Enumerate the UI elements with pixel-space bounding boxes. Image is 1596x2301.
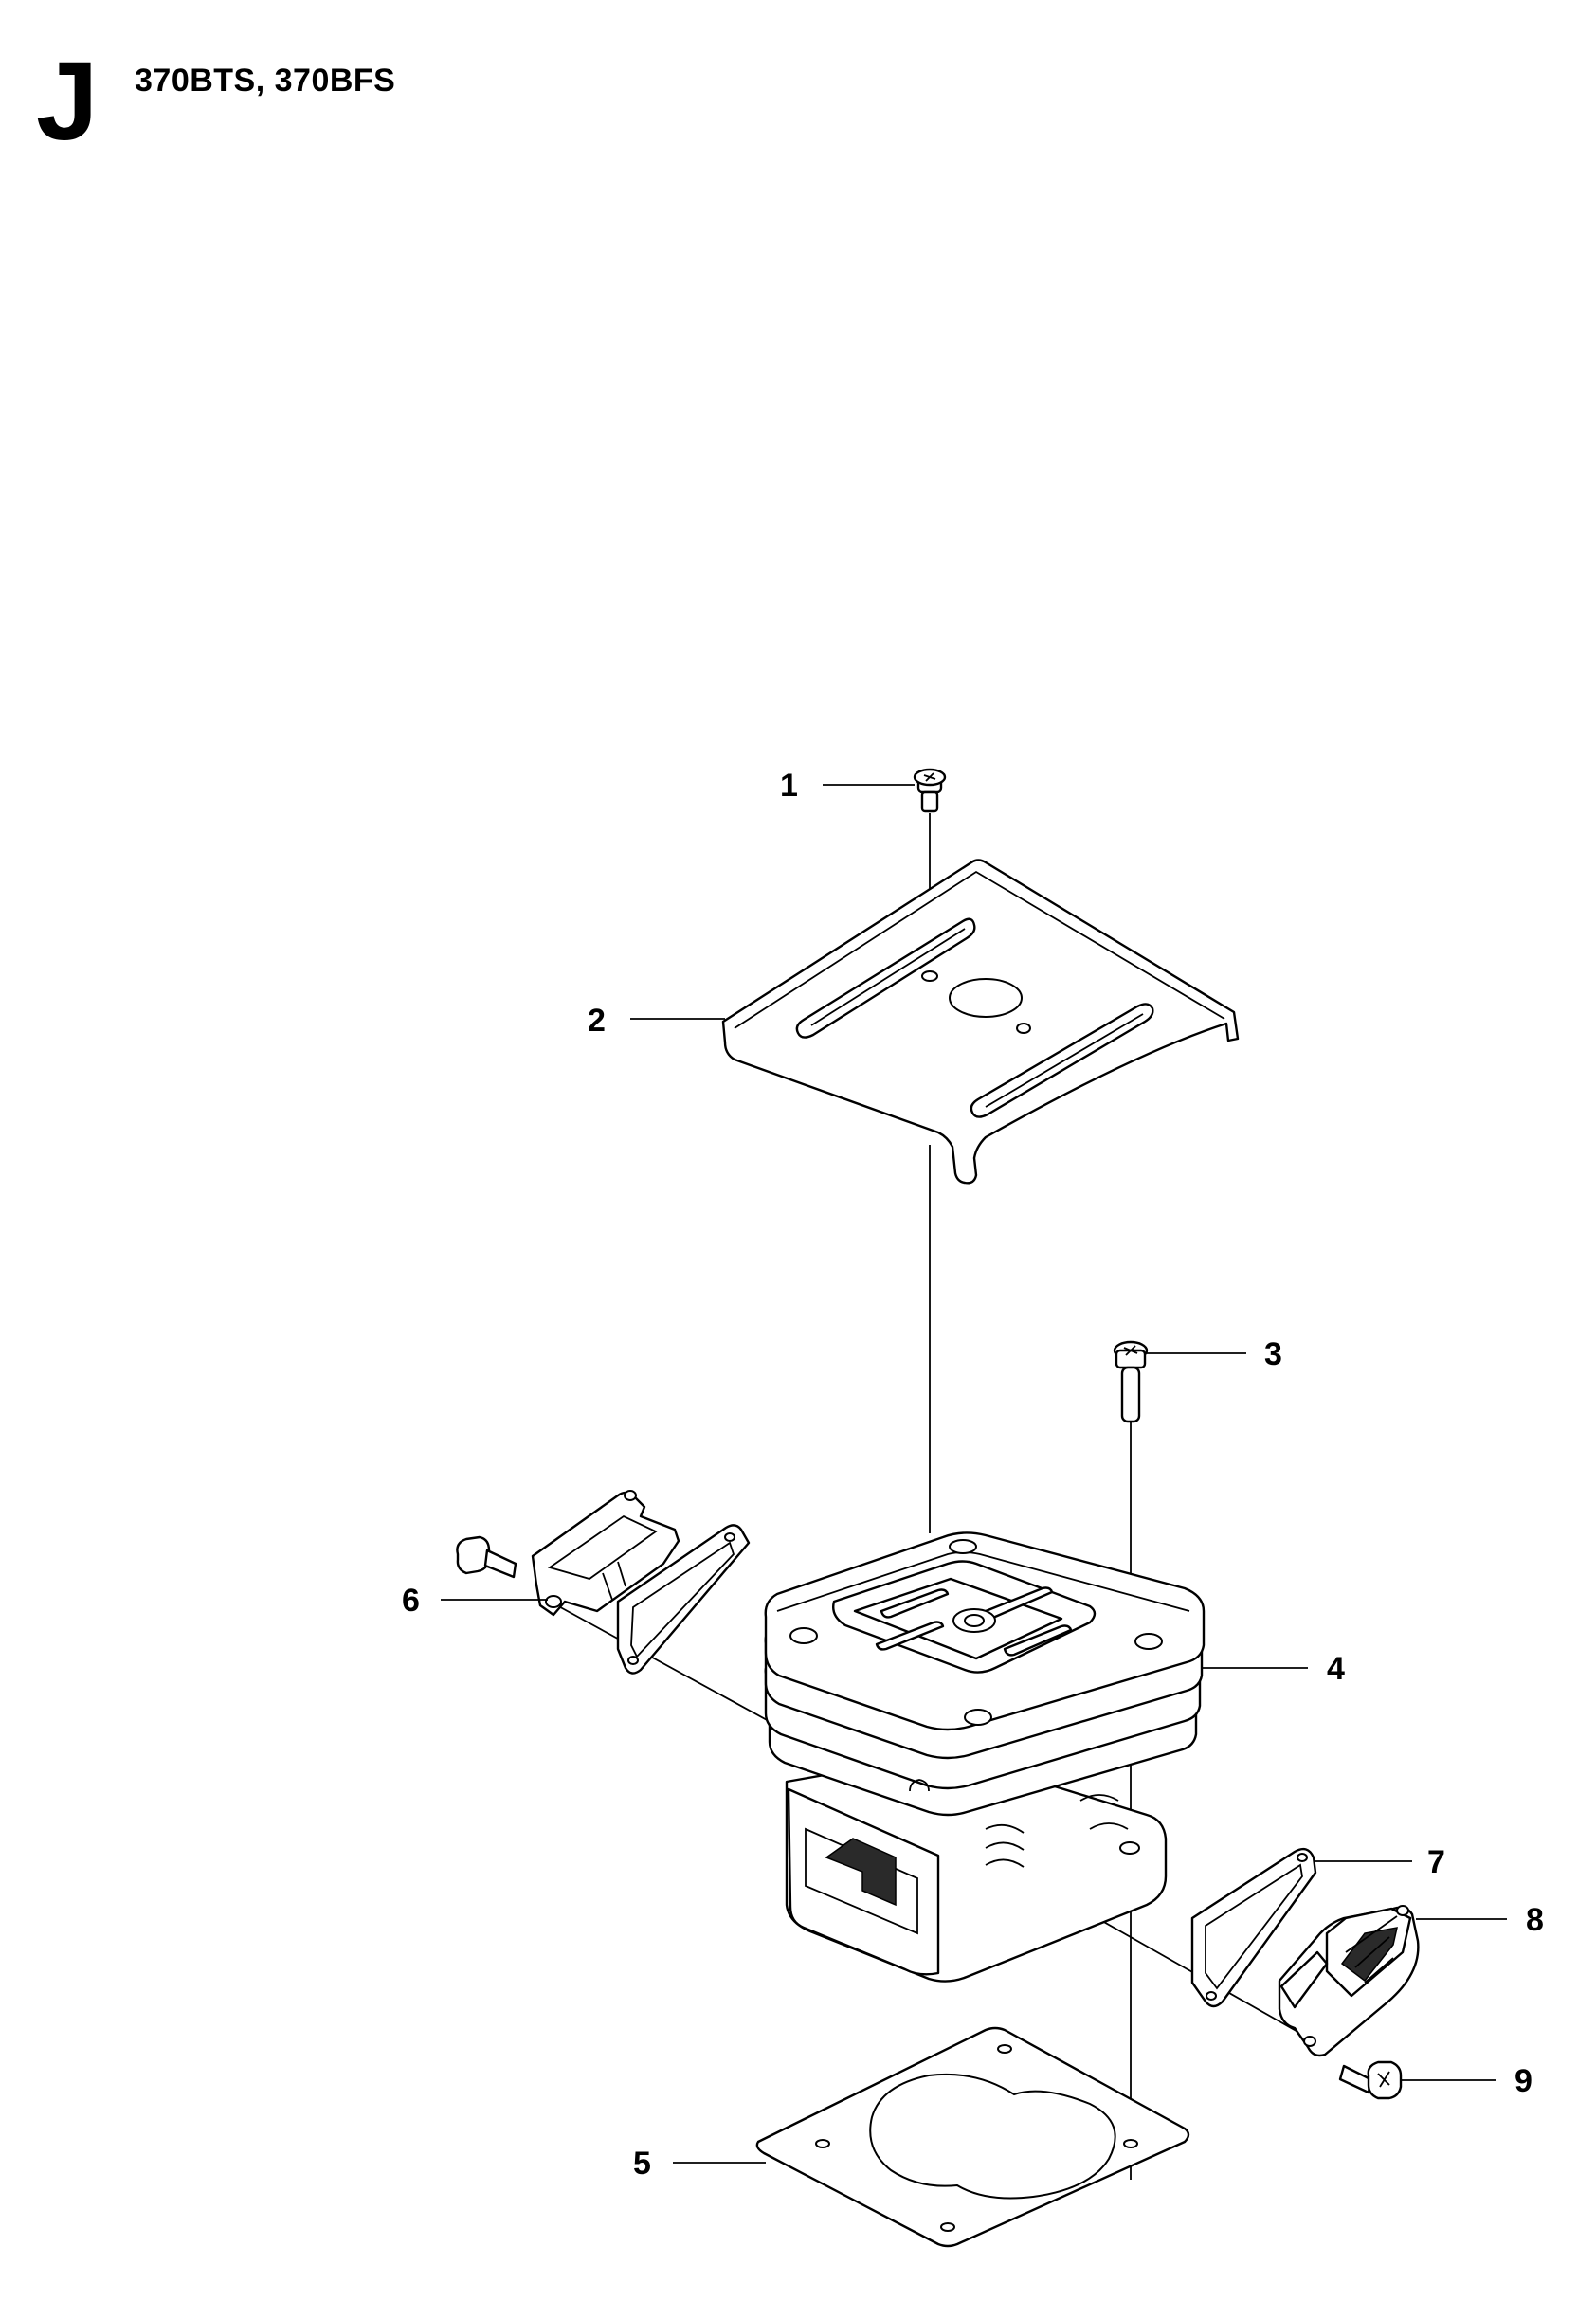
cover-screw-hole bbox=[921, 970, 938, 982]
bolt-part-3 bbox=[1113, 1340, 1149, 1423]
callout-7: 7 bbox=[1427, 1844, 1445, 1880]
base-gasket-part-5 bbox=[755, 2026, 1190, 2248]
model-title: 370BTS, 370BFS bbox=[135, 63, 396, 99]
cylinder-cover-part-2 bbox=[721, 859, 1240, 1185]
callout-1: 1 bbox=[780, 768, 798, 804]
callout-9: 9 bbox=[1514, 2063, 1533, 2099]
left-flange-part-6 bbox=[456, 1490, 751, 1675]
section-letter: J bbox=[36, 39, 99, 164]
callout-4: 4 bbox=[1327, 1651, 1345, 1687]
callout-8: 8 bbox=[1526, 1902, 1544, 1938]
cover-slot-left bbox=[795, 917, 976, 1039]
cover-center-hole bbox=[949, 978, 1023, 1018]
callout-3: 3 bbox=[1264, 1336, 1282, 1372]
callout-5: 5 bbox=[633, 2146, 651, 2182]
intake-gasket-part-7 bbox=[1190, 1847, 1317, 2008]
screw-part-9 bbox=[1338, 2060, 1403, 2100]
callout-2: 2 bbox=[588, 1003, 606, 1039]
cover-small-hole bbox=[1016, 1023, 1031, 1034]
cylinder-part-4 bbox=[764, 1531, 1206, 1983]
screw-part-1 bbox=[913, 768, 947, 813]
callout-6: 6 bbox=[402, 1583, 420, 1619]
intake-flange-part-8 bbox=[1278, 1905, 1420, 2057]
cover-slot-right bbox=[970, 1003, 1154, 1118]
